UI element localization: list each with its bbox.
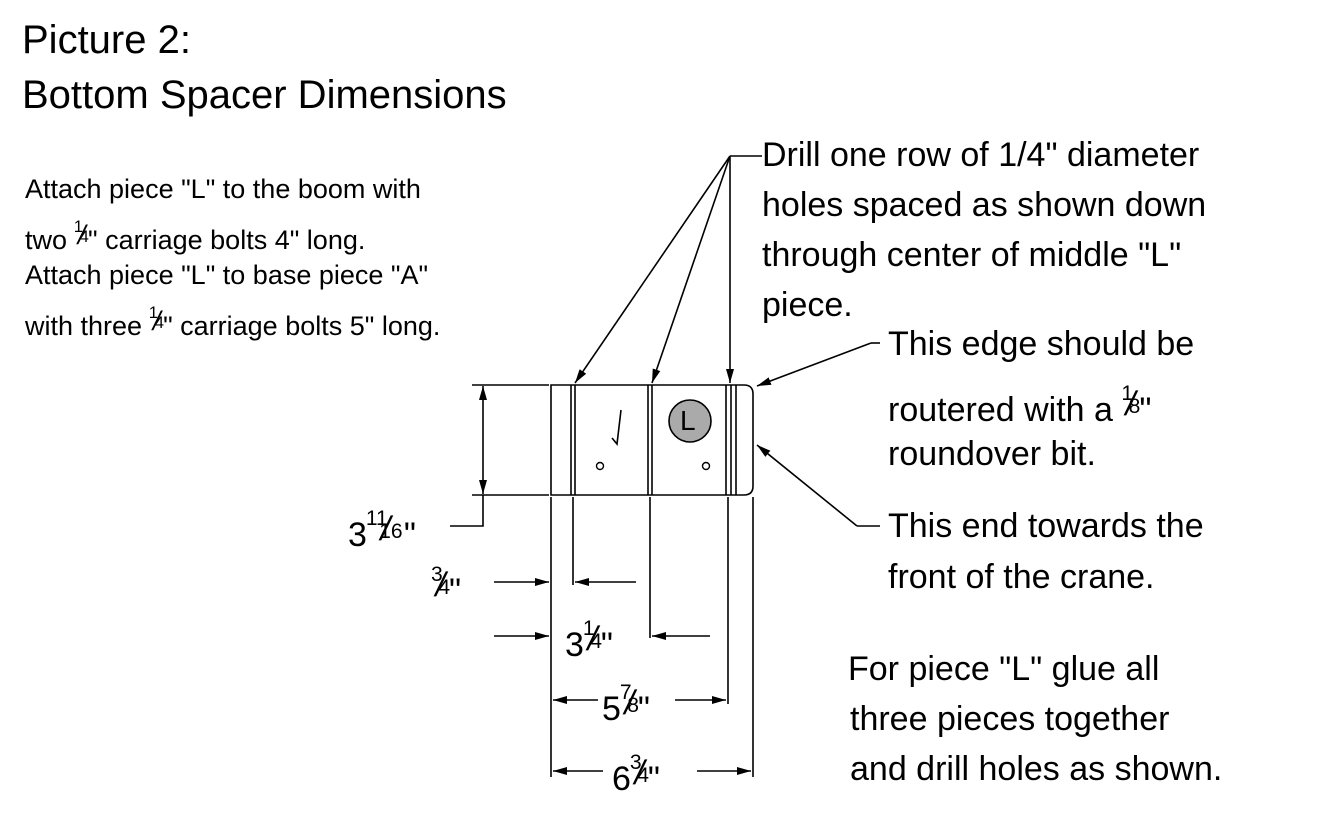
drill-note-line-3: through center of middle "L"	[762, 236, 1182, 274]
spacer-outline	[550, 384, 754, 496]
attach-note-line-1: Attach piece "L" to the boom with	[25, 174, 421, 204]
grain-mark	[611, 409, 622, 446]
drill-note-line-1: Drill one row of 1/4" diameter	[762, 136, 1200, 174]
attach-note-line-3: Attach piece "L" to base piece "A"	[25, 260, 429, 290]
title-line-2: Bottom Spacer Dimensions	[22, 73, 507, 117]
glue-note-line-2: three pieces together	[850, 700, 1170, 738]
dim-34-label: 3/4"	[430, 563, 462, 610]
drill-note-line-4: piece.	[762, 286, 853, 324]
drill-hole	[701, 461, 711, 471]
end-note-line-2: front of the crane.	[888, 558, 1155, 596]
piece-label-circle	[668, 399, 712, 443]
drill-note-line-2: holes spaced as shown down	[762, 186, 1207, 224]
drill-leader-arrow	[574, 155, 731, 384]
end-leader-arrow	[756, 444, 858, 527]
edge-note-line-3: roundover bit.	[888, 435, 1096, 473]
height-dim-leader	[450, 495, 484, 527]
glue-note-line-3: and drill holes as shown.	[850, 750, 1223, 788]
drill-leader-arrow	[651, 155, 731, 384]
edge-note-line-2: routered with a 1/8"	[888, 382, 1152, 429]
attach-note-line-2: two 1/4" carriage bolts 4" long.	[25, 217, 366, 255]
drill-hole	[595, 461, 605, 471]
edge-leader-arrow	[756, 342, 872, 387]
edge-note-line-1: This edge should be	[888, 325, 1195, 363]
glue-note-line-1: For piece "L" glue all	[848, 650, 1160, 688]
piece-label: L	[680, 405, 696, 436]
title-line-1: Picture 2:	[22, 18, 191, 62]
end-note-line-1: This end towards the	[888, 507, 1204, 545]
attach-note-line-4: with three 1/4" carriage bolts 5" long.	[25, 303, 441, 341]
